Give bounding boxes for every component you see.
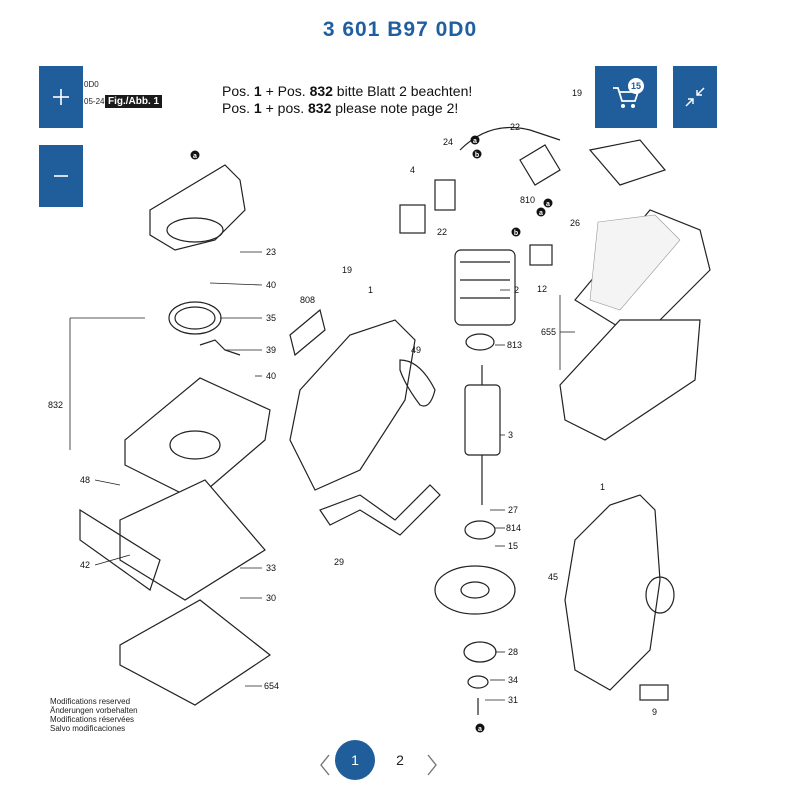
part-label: 22 [437,227,447,237]
part-label: 31 [508,695,518,705]
prev-page-button[interactable] [315,750,335,780]
part-label: 34 [508,675,518,685]
part-label: 655 [541,327,556,337]
part-label: 832 [48,400,63,410]
part-label: 19 [572,88,582,98]
part-label: 49 [411,345,421,355]
part-label: 45 [548,572,558,582]
part-label: 27 [508,505,518,515]
part-label: 2 [514,285,519,295]
callout-letter: b [475,152,479,159]
note-line: Änderungen vorbehalten [50,706,138,715]
note-line: Modifications réservées [50,715,135,724]
collapse-arrows-icon [685,87,705,107]
page-note: Pos. 1 + Pos. 832 bitte Blatt 2 beachten… [222,83,473,116]
callout-letter: a [193,153,197,160]
part-label: 4 [410,165,415,175]
part-label: 48 [80,475,90,485]
part-label: 808 [300,295,315,305]
part-label: 30 [266,593,276,603]
next-page-button[interactable] [422,750,442,780]
chevron-right-icon [427,754,437,776]
pagination: 1 2 [0,740,800,790]
part-label: 3 [508,430,513,440]
part-label: 40 [266,280,276,290]
part-label: 40 [266,371,276,381]
part-label: 15 [508,541,518,551]
part-label: 42 [80,560,90,570]
part-label: 1 [368,285,373,295]
part-label: 813 [507,340,522,350]
part-label: 28 [508,647,518,657]
doc-fragment: 0D0 [84,80,99,89]
part-label: 39 [266,345,276,355]
part-label: 35 [266,313,276,323]
callout-letter: b [514,230,518,237]
part-label: 22 [510,122,520,132]
minus-icon [54,175,68,177]
part-label: 12 [537,284,547,294]
callout-letter: a [546,201,550,208]
figure-label: Fig./Abb. 1 [105,95,163,108]
part-label: 810 [520,195,535,205]
part-label: 1 [600,482,605,492]
callout-letter: a [539,210,543,217]
part-label: 9 [652,707,657,717]
zoom-out-button[interactable] [39,145,83,207]
part-number-title: 3 601 B97 0D0 [322,18,478,41]
note-line: Modifications reserved [50,697,131,706]
part-label: 26 [570,218,580,228]
collapse-button[interactable] [673,66,717,128]
cart-count-badge: 15 [628,78,644,94]
part-label: 33 [266,563,276,573]
callout-letter: a [478,726,482,733]
part-label: 29 [334,557,344,567]
note-line: Salvo modificaciones [50,724,126,733]
part-label: 24 [443,137,453,147]
modifications-notes: Modifications reserved Änderungen vorbeh… [50,697,138,733]
page-button[interactable]: 2 [396,752,404,768]
plus-icon [53,89,69,105]
part-label: 23 [266,247,276,257]
cart-button[interactable]: 15 [595,66,657,128]
part-label: 814 [506,523,521,533]
chevron-left-icon [320,754,330,776]
part-label: 19 [342,265,352,275]
page-button-current[interactable]: 1 [335,740,375,780]
part-label: 654 [264,681,279,691]
exploded-view-drawing: 23 40 35 39 40 832 48 42 33 30 654 808 1… [48,88,711,733]
zoom-in-button[interactable] [39,66,83,128]
doc-fragment: 05-24 [84,97,105,106]
callout-letter: a [473,138,477,145]
